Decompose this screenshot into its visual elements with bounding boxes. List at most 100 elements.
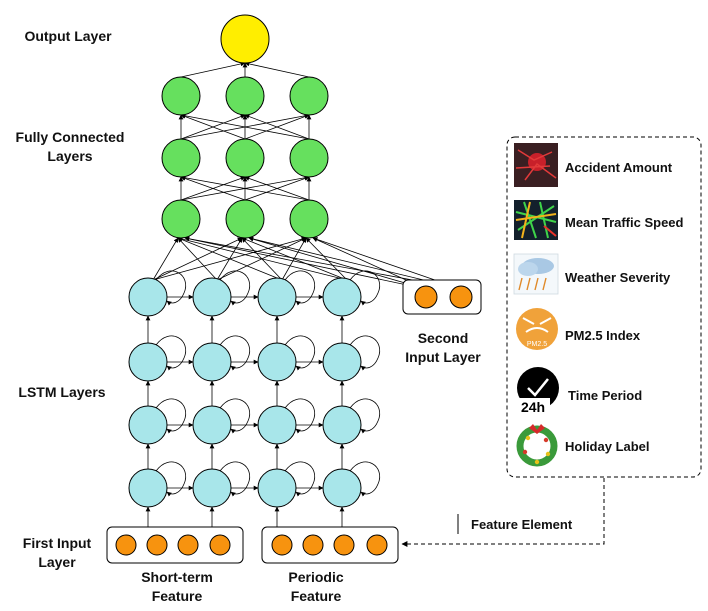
first-input-node	[333, 534, 355, 556]
second-input-label-line2: Input Layer	[405, 349, 481, 365]
lstm-node	[128, 277, 168, 317]
lstm-node	[257, 405, 297, 445]
first-input-label-line1: First Input	[23, 535, 92, 551]
first-input-node	[366, 534, 388, 556]
lstm-self-loop	[155, 335, 187, 371]
first-input-node	[302, 534, 324, 556]
lstm-self-loop	[155, 461, 187, 497]
short-term-label-line2: Feature	[152, 588, 203, 604]
lstm-self-loop	[155, 270, 187, 306]
dense-node	[225, 199, 265, 239]
short-term-label-line1: Short-term	[141, 569, 213, 585]
dense-node	[161, 76, 201, 116]
legend-label-weather: Weather Severity	[565, 270, 671, 285]
second-input-node	[449, 285, 473, 309]
second-input-node	[414, 285, 438, 309]
weather-cloud-icon	[513, 253, 559, 295]
lstm-to-dense-edge	[305, 237, 348, 281]
dense-to-output-edge	[180, 61, 246, 78]
legend-label-time: Time Period	[568, 388, 642, 403]
lstm-node	[128, 468, 168, 508]
lstm-to-dense-edge	[241, 237, 348, 281]
nodes	[115, 14, 473, 556]
lstm-self-loop	[219, 461, 251, 497]
lstm-node	[192, 342, 232, 382]
lstm-to-dense-edge	[177, 236, 348, 281]
clock-24h-icon: 24h	[516, 367, 559, 415]
pm25-icon-text: PM2.5	[527, 341, 547, 348]
lstm-node	[192, 468, 232, 508]
first-input-node	[115, 534, 137, 556]
legend-label-accident: Accident Amount	[565, 160, 673, 175]
traffic-map-icon	[514, 200, 558, 240]
dense-to-output-edge	[244, 61, 310, 78]
periodic-label-line1: Periodic	[288, 569, 343, 585]
lstm-self-loop	[155, 398, 187, 434]
dense-edge	[180, 176, 246, 201]
lstm-to-dense-edge	[177, 237, 218, 281]
periodic-label-line2: Feature	[291, 588, 342, 604]
first-input-node	[146, 534, 168, 556]
legend-label-pm25: PM2.5 Index	[565, 328, 641, 343]
lstm-node	[128, 342, 168, 382]
dense-node	[161, 199, 201, 239]
dense-node	[289, 199, 329, 239]
lstm-self-loop	[284, 461, 316, 497]
connections	[145, 61, 462, 527]
dense-node	[225, 76, 265, 116]
wreath-icon	[516, 424, 558, 467]
dense-node	[161, 138, 201, 178]
first-input-label-line2: Layer	[38, 554, 76, 570]
dense-node	[289, 138, 329, 178]
lstm-node	[322, 277, 362, 317]
first-input-node	[271, 534, 293, 556]
fully-connected-label-line1: Fully Connected	[16, 129, 125, 145]
dense-node	[289, 76, 329, 116]
dense-edge	[244, 176, 310, 201]
fully-connected-label-line2: Layers	[47, 148, 92, 164]
pm25-icon: PM2.5	[516, 308, 558, 350]
lstm-self-loop	[219, 270, 251, 306]
lstm-node	[322, 405, 362, 445]
output-layer-label: Output Layer	[24, 28, 112, 44]
dense-edge	[180, 113, 310, 140]
lstm-self-loop	[284, 398, 316, 434]
lstm-self-loop	[284, 335, 316, 371]
lstm-node	[257, 468, 297, 508]
dense-edge	[180, 175, 310, 201]
lstm-to-dense-edge	[152, 237, 179, 281]
first-input-node	[177, 534, 199, 556]
periodic-input-box	[261, 526, 399, 564]
lstm-self-loop	[349, 270, 381, 306]
lstm-node	[257, 342, 297, 382]
legend-to-input-arrow	[401, 478, 605, 547]
second-input-to-dense-edge	[248, 236, 427, 290]
first-input-node	[209, 534, 231, 556]
lstm-self-loop	[219, 335, 251, 371]
lstm-layers-label: LSTM Layers	[18, 384, 105, 400]
lstm-node	[257, 277, 297, 317]
lstm-node	[192, 405, 232, 445]
lstm-self-loop	[349, 398, 381, 434]
lstm-node	[322, 342, 362, 382]
second-input-label-line1: Second	[418, 330, 469, 346]
feature-element-label: Feature Element	[471, 517, 573, 532]
lstm-node	[128, 405, 168, 445]
legend-label-holiday: Holiday Label	[565, 439, 650, 454]
legend-label-traffic: Mean Traffic Speed	[565, 215, 684, 230]
dense-edge	[180, 114, 246, 140]
lstm-self-loop	[219, 398, 251, 434]
short-term-input-box	[106, 526, 244, 564]
lstm-node	[322, 468, 362, 508]
lstm-to-dense-edge	[177, 237, 283, 281]
second-input-to-dense-edge	[184, 236, 427, 290]
clock-24h-icon-text: 24h	[521, 399, 545, 415]
dense-edge	[244, 114, 310, 140]
lstm-self-loop	[349, 335, 381, 371]
lstm-self-loop	[284, 270, 316, 306]
dense-node	[225, 138, 265, 178]
lstm-node	[192, 277, 232, 317]
output-node	[220, 14, 270, 64]
accident-map-icon	[514, 143, 558, 187]
